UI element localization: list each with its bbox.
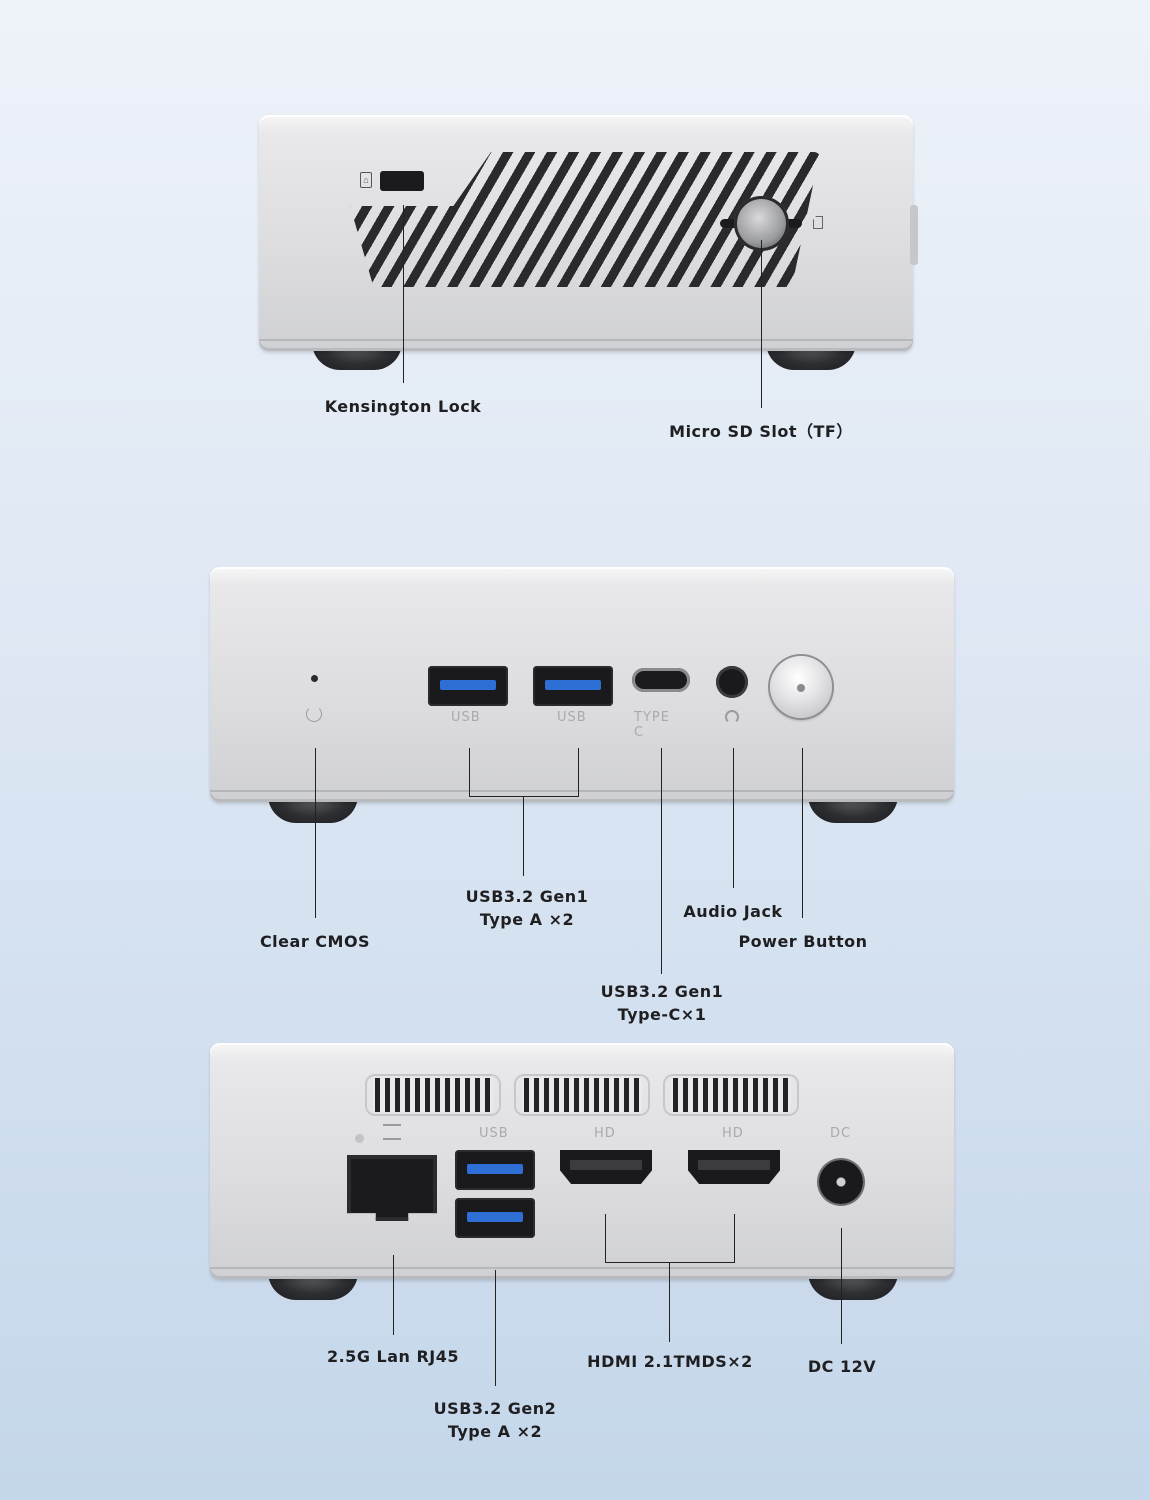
usb-c-port	[632, 668, 690, 692]
label-lan: 2.5G Lan RJ45	[326, 1347, 460, 1366]
usb-a-port-gen2-1	[455, 1150, 535, 1190]
label-dc: DC 12V	[807, 1357, 877, 1376]
leader-line	[802, 748, 803, 918]
label-microsd-slot: Micro SD Slot（TF）	[669, 422, 853, 441]
leader-line	[669, 1262, 670, 1342]
dc-jack	[819, 1160, 863, 1204]
leader-line	[734, 1214, 735, 1262]
leader-line	[469, 796, 579, 797]
power-dot-icon	[797, 684, 805, 692]
vent-grille	[663, 1074, 799, 1116]
leader-line	[578, 748, 579, 796]
leader-line	[605, 1262, 735, 1263]
rj45-port	[347, 1155, 437, 1221]
network-icon	[383, 1124, 401, 1140]
lock-icon: ⌂	[360, 172, 372, 188]
label-usb-gen2-line1: USB3.2 Gen2	[433, 1399, 557, 1418]
cmos-hole	[311, 675, 318, 682]
label-usb-gen1-a-line1: USB3.2 Gen1	[465, 887, 589, 906]
leader-line	[523, 796, 524, 876]
leader-line	[315, 748, 316, 918]
port-label-hd: HD	[722, 1126, 744, 1141]
leader-line	[469, 748, 470, 796]
kensington-lock-slot	[380, 171, 424, 191]
usb-a-port-1	[428, 666, 508, 706]
leader-line	[661, 748, 662, 974]
label-usb-gen2-line2: Type A ×2	[447, 1422, 543, 1441]
leader-line	[761, 240, 762, 408]
label-usb-gen1-c-line1: USB3.2 Gen1	[600, 982, 724, 1001]
label-power-button: Power Button	[738, 932, 868, 951]
port-label-hd: HD	[594, 1126, 616, 1141]
leader-line	[841, 1228, 842, 1344]
label-audio-jack: Audio Jack	[683, 902, 783, 921]
port-label-usb: USB	[557, 710, 587, 725]
port-label-typec: TYPE C	[634, 710, 670, 740]
label-hdmi: HDMI 2.1TMDS×2	[587, 1352, 753, 1371]
usb-a-port-2	[533, 666, 613, 706]
usb-a-port-gen2-2	[455, 1198, 535, 1238]
leader-line	[403, 205, 404, 383]
leader-line	[733, 748, 734, 888]
vent-grille	[365, 1074, 501, 1116]
leader-line	[495, 1270, 496, 1386]
leader-line	[605, 1214, 606, 1262]
leader-line	[393, 1255, 394, 1335]
port-label-usb: USB	[451, 710, 481, 725]
vent-grille	[514, 1074, 650, 1116]
port-label-usb: USB	[479, 1126, 509, 1141]
led-indicator	[355, 1134, 364, 1143]
headphone-icon	[725, 710, 739, 724]
reset-icon	[306, 706, 322, 722]
label-clear-cmos: Clear CMOS	[259, 932, 371, 951]
label-kensington-lock: Kensington Lock	[324, 397, 482, 416]
hdmi-port-1	[560, 1150, 652, 1184]
audio-jack	[716, 666, 748, 698]
port-label-dc: DC	[830, 1126, 852, 1141]
side-button	[910, 205, 918, 265]
hdmi-port-2	[688, 1150, 780, 1184]
label-usb-gen1-a-line2: Type A ×2	[479, 910, 575, 929]
sd-card-icon	[813, 216, 823, 229]
label-usb-gen1-c-line2: Type-C×1	[617, 1005, 707, 1024]
